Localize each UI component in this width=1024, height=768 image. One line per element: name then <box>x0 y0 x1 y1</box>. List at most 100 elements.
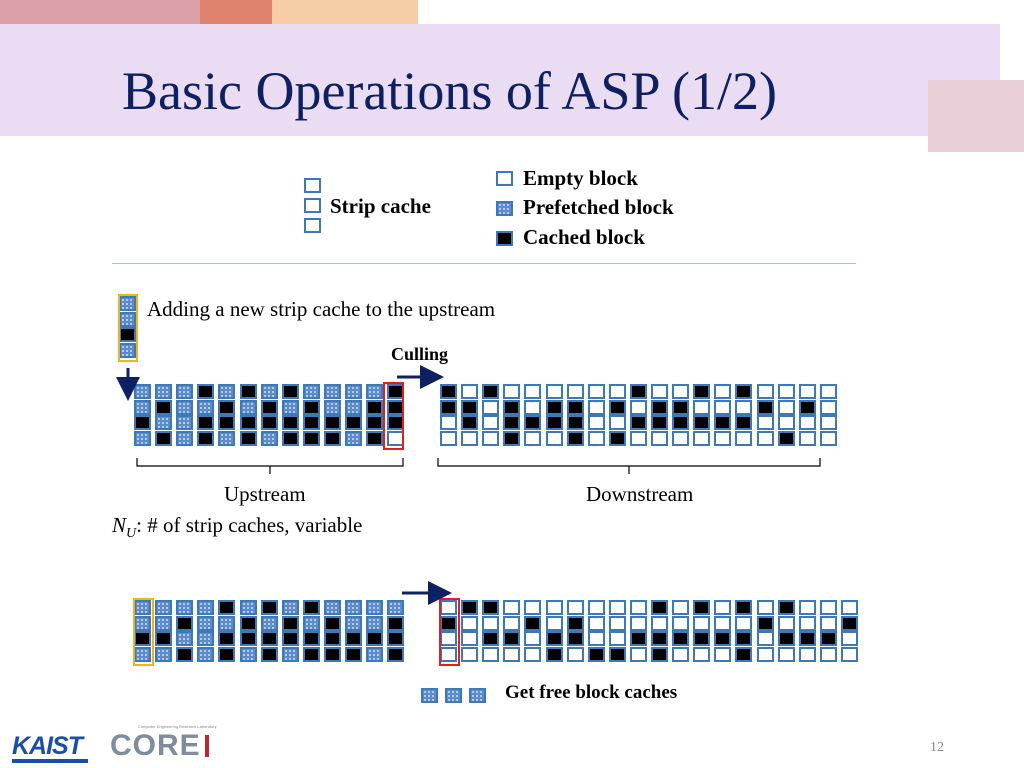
step1-downstream-strip-5-block-3 <box>545 430 563 446</box>
step2-upstream-strip-10-block-2 <box>345 631 362 646</box>
step1-upstream-strip-9-block-0 <box>323 384 341 399</box>
step1-downstream-strip-5-block-1 <box>545 399 563 415</box>
step2-upstream-strip-1-block-3 <box>155 646 173 662</box>
step2-downstream-strip-10-block-2 <box>651 631 668 646</box>
step2-downstream-strip-19-block-0 <box>840 600 858 615</box>
step1-upstream-strip-10-block-3 <box>345 430 362 446</box>
step1-downstream-strip-14-block-2 <box>735 415 753 430</box>
step2-downstream-strip-1-block-0 <box>461 600 479 615</box>
step1-upstream-strip-10-block-1 <box>345 399 362 415</box>
step1-downstream-strip-17-block-2 <box>798 415 816 430</box>
step1-downstream-strip-18-block-1 <box>819 399 837 415</box>
legend-divider <box>112 263 856 264</box>
step2-downstream-strip-11-block-2 <box>672 631 690 646</box>
step2-downstream-strip-13-block-2 <box>714 631 732 646</box>
step1-downstream-strip-7-block-2 <box>587 415 605 430</box>
step2-upstream-strip-3-block-2 <box>197 631 215 646</box>
step2-downstream-strip-9-block-2 <box>629 631 647 646</box>
step1-upstream-strip-5-block-2 <box>239 415 257 430</box>
step2-upstream-strip-12-block-1 <box>387 615 405 631</box>
kaist-logo: KAIST <box>12 732 88 763</box>
side-square <box>928 80 1024 152</box>
step1-upstream-strip-5-block-3 <box>239 430 257 446</box>
step1-upstream-strip-3-block-0 <box>197 384 215 399</box>
nu-subscript: U <box>126 526 137 542</box>
slide-title: Basic Operations of ASP (1/2) <box>122 61 777 121</box>
step1-upstream-strip-11-block-1 <box>366 399 384 415</box>
step1-upstream-strip-9-block-1 <box>323 399 341 415</box>
step2-downstream-strip-5-block-2 <box>545 631 563 646</box>
step1-downstream-strip-11-block-2 <box>672 415 690 430</box>
new-strip-0-block-2 <box>119 327 136 342</box>
legend-cached-label: Cached block <box>523 225 645 249</box>
step2-downstream-strip-15-block-2 <box>756 631 774 646</box>
step1-upstream-strip-0-block-1 <box>134 399 151 415</box>
step2-upstream-strip-11-block-3 <box>366 646 384 662</box>
legend-prefetched-block <box>496 201 513 216</box>
step2-downstream-strip-11-block-1 <box>672 615 690 631</box>
step2-upstream-strip-9-block-2 <box>323 631 341 646</box>
step2-upstream-strip-1-block-2 <box>155 631 173 646</box>
step2-downstream-strip-15-block-1 <box>756 615 774 631</box>
step2-upstream-strip-0-block-1 <box>134 615 151 631</box>
step2-downstream-strip-16-block-3 <box>777 646 795 662</box>
step1-downstream-strip-14-block-3 <box>735 430 753 446</box>
step2-downstream-strip-13-block-1 <box>714 615 732 631</box>
step1-downstream-strip-0-block-0 <box>440 384 457 399</box>
downstream-label: Downstream <box>586 482 694 506</box>
step1-downstream-strip-11-block-1 <box>672 399 690 415</box>
step2-upstream-strip-3-block-1 <box>197 615 215 631</box>
step1-downstream-strip-10-block-3 <box>651 430 668 446</box>
step1-downstream-strip-6-block-3 <box>566 430 584 446</box>
legend-strip-cache-block-0 <box>304 178 321 193</box>
step1-downstream-strip-2-block-3 <box>482 430 500 446</box>
new-strip-0-block-0 <box>119 296 136 311</box>
step1-downstream-strip-7-block-3 <box>587 430 605 446</box>
step1-upstream-strip-3-block-2 <box>197 415 215 430</box>
step2-upstream-strip-6-block-0 <box>260 600 278 615</box>
nu-description: NU: # of strip caches, variable <box>112 513 362 542</box>
step2-downstream-strip-18-block-0 <box>819 600 837 615</box>
step2-upstream-strip-1-block-0 <box>155 600 173 615</box>
step1-downstream-strip-3-block-1 <box>503 399 521 415</box>
step1-downstream-strip-9-block-2 <box>629 415 647 430</box>
step2-downstream-strip-11-block-0 <box>672 600 690 615</box>
step2-upstream-strip-10-block-1 <box>345 615 362 631</box>
step2-downstream-strip-17-block-3 <box>798 646 816 662</box>
free-block-2 <box>469 688 486 703</box>
step2-downstream-strip-4-block-0 <box>524 600 542 615</box>
step1-upstream-strip-1-block-0 <box>155 384 173 399</box>
step1-downstream-strip-5-block-2 <box>545 415 563 430</box>
step2-upstream-strip-6-block-1 <box>260 615 278 631</box>
step2-downstream-strip-18-block-1 <box>819 615 837 631</box>
step1-upstream-strip-8-block-0 <box>302 384 320 399</box>
step2-upstream-strip-7-block-0 <box>281 600 299 615</box>
step2-downstream-strip-12-block-0 <box>693 600 711 615</box>
step2-upstream-strip-7-block-2 <box>281 631 299 646</box>
step2-downstream-strip-19-block-3 <box>840 646 858 662</box>
step1-upstream-strip-5-block-1 <box>239 399 257 415</box>
step2-downstream-strip-5-block-0 <box>545 600 563 615</box>
step2-upstream-strip-6-block-2 <box>260 631 278 646</box>
step2-downstream-strip-14-block-2 <box>735 631 753 646</box>
step1-upstream-strip-6-block-3 <box>260 430 278 446</box>
kaist-logo-text: KAIST <box>12 732 83 760</box>
step2-downstream-strip-10-block-0 <box>651 600 668 615</box>
step1-downstream-strip-12-block-0 <box>693 384 711 399</box>
step2-upstream-strip-2-block-2 <box>176 631 194 646</box>
step2-upstream-strip-7-block-3 <box>281 646 299 662</box>
legend-strip-cache-block-1 <box>304 198 321 213</box>
step2-downstream-strip-12-block-1 <box>693 615 711 631</box>
step2-downstream-strip-2-block-1 <box>482 615 500 631</box>
step1-downstream-strip-14-block-0 <box>735 384 753 399</box>
step2-downstream-strip-13-block-0 <box>714 600 732 615</box>
step1-upstream-strip-3-block-1 <box>197 399 215 415</box>
step2-downstream-strip-7-block-3 <box>587 646 605 662</box>
step2-downstream-strip-6-block-3 <box>566 646 584 662</box>
new-strip-0-block-1 <box>119 311 136 327</box>
step2-downstream-strip-16-block-2 <box>777 631 795 646</box>
step2-upstream-strip-11-block-1 <box>366 615 384 631</box>
step2-upstream-strip-0-block-2 <box>134 631 151 646</box>
step2-upstream-strip-2-block-1 <box>176 615 194 631</box>
